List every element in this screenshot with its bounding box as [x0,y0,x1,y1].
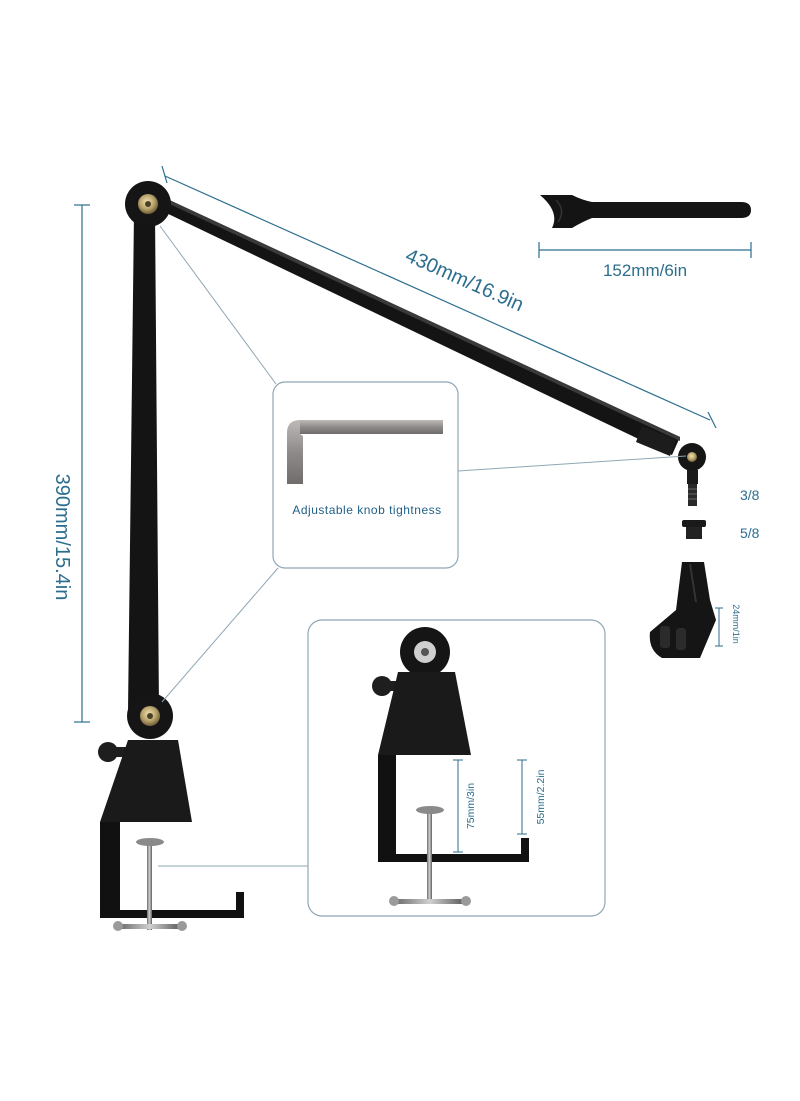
boom-arm [125,181,706,739]
hex-key-caption: Adjustable knob tightness [292,503,441,517]
arm-height-label: 390mm/15.4in [51,474,73,601]
cable-strap-icon [540,195,751,228]
clamp-opening-label: 75mm/3in [465,783,477,829]
clamp-opening-dimension [453,759,463,853]
clamp-detail-drawing [372,627,529,906]
clamp-inner-dimension [517,759,527,835]
desk-clamp [98,740,244,931]
lower-joint [127,693,173,739]
strap-length-label: 152mm/6in [603,261,687,280]
clamp-inner-label: 55mm/2.2in [535,769,547,824]
upper-arm [150,191,680,455]
arm-height-dimension [74,204,90,723]
clip-diameter-label: 24mm/1in [731,604,741,644]
arm-length-label: 430mm/16.9in [402,245,527,317]
arm-end-swivel [636,426,706,506]
hex-key-icon [287,420,443,484]
clip-diameter-dimension [715,607,723,647]
callout-connectors [158,225,687,867]
upper-joint [125,181,171,227]
mic-clip-icon [649,562,716,658]
arm-length-dimension [161,165,717,429]
strap-length-dimension [538,242,752,258]
thread-small-label: 3/8 [740,487,760,503]
thread-large-label: 5/8 [740,525,760,541]
lower-arm [128,212,159,712]
clamp-detail-callout: 75mm/3in 55mm/2.2in [307,619,606,917]
hex-key-callout: Adjustable knob tightness [272,381,459,569]
thread-adapter-icon [682,520,706,539]
